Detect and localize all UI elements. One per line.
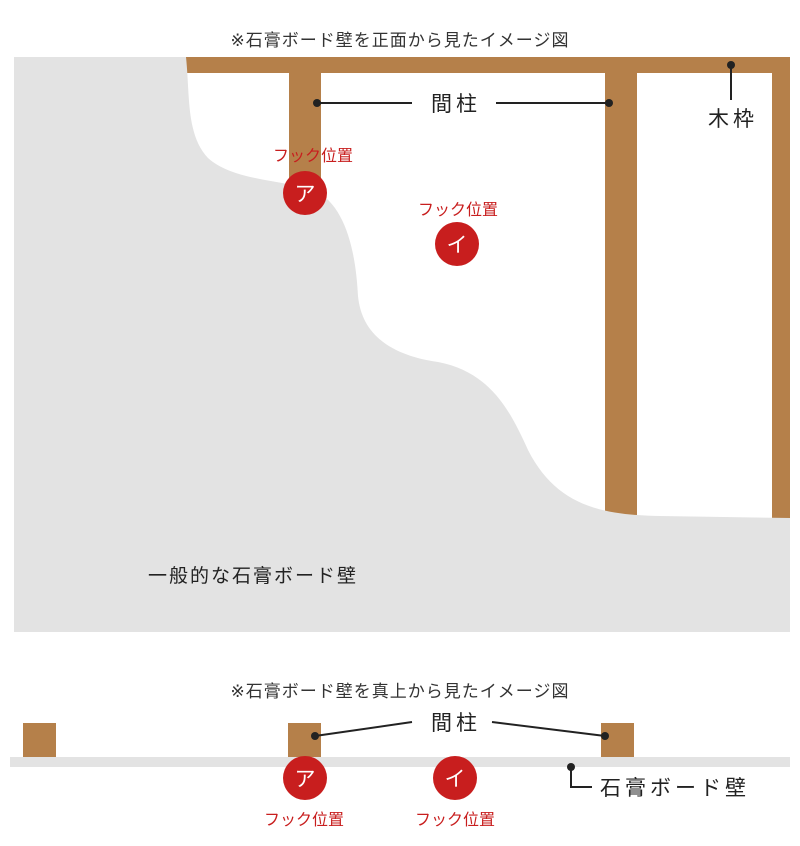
hook-a-badge-text-top: ア — [295, 767, 316, 791]
hook-a-label-front: フック位置 — [273, 146, 353, 165]
top-view-caption: ※石膏ボード壁を真上から見たイメージ図 — [231, 681, 570, 702]
hook-a-badge-front — [283, 171, 327, 215]
stud-dot-right — [605, 99, 613, 107]
hook-i-label-front: フック位置 — [418, 200, 498, 219]
hook-i-badge-top — [433, 756, 477, 800]
front-view-caption: ※石膏ボード壁を正面から見たイメージ図 — [231, 30, 570, 51]
hook-i-badge-front — [435, 222, 479, 266]
hook-i-badge-text-top: イ — [445, 767, 466, 791]
hook-a-badge-text-front: ア — [295, 182, 316, 206]
gypsum-board-wall-front — [14, 57, 790, 632]
board-leader — [570, 767, 592, 788]
stud-block-3 — [601, 723, 634, 757]
wood-frame-right — [772, 57, 790, 519]
hook-a-badge-top — [283, 756, 327, 800]
wood-frame-top — [185, 57, 790, 73]
top-stud-dot-right — [601, 732, 609, 740]
hook-i-label-top: フック位置 — [415, 810, 495, 829]
stud-block-2 — [288, 723, 321, 757]
gypsum-board-strip-top — [10, 757, 790, 767]
top-stud-leader-left — [314, 721, 413, 737]
board-label: 石膏ボード壁 — [600, 776, 750, 800]
stud-label-front: 間柱 — [431, 92, 481, 116]
wall-label: 一般的な石膏ボード壁 — [148, 564, 358, 587]
stud-right — [605, 57, 637, 519]
stud-label-top: 間柱 — [431, 711, 481, 735]
top-stud-leader-right — [491, 721, 606, 737]
frame-label: 木枠 — [708, 107, 758, 131]
stud-block-1 — [23, 723, 56, 757]
hook-a-label-top: フック位置 — [264, 810, 344, 829]
hook-i-badge-text-front: イ — [447, 233, 468, 257]
